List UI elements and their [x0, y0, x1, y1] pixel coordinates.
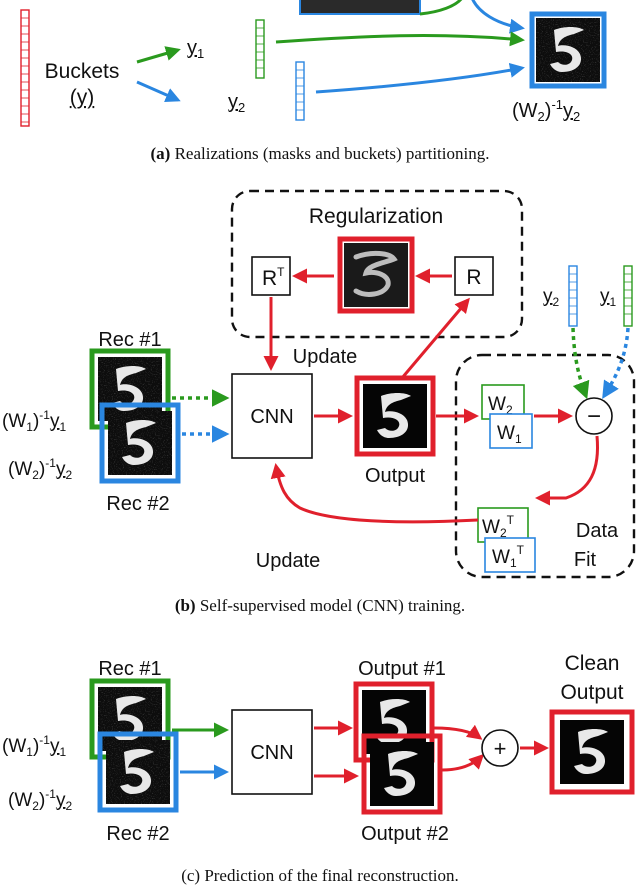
- b-y2-label: y2: [543, 286, 560, 309]
- data-fit-label-2: Fit: [574, 549, 597, 571]
- rec1-label: Rec #1: [98, 329, 161, 351]
- caption-b-letter: (b): [174, 596, 196, 615]
- r-box: [454, 256, 494, 296]
- update-top-label: Update: [293, 346, 358, 368]
- bucket-vector: [20, 9, 30, 127]
- mask-strip: [299, 0, 421, 15]
- input2-label: (W2)-1y2: [8, 456, 72, 482]
- input1-label: (W1)-1y1: [2, 408, 66, 434]
- w1t-label: W1T: [492, 543, 525, 570]
- clean-output-image: [549, 709, 635, 795]
- w2t-box: [477, 507, 529, 543]
- y1-vector-ticks: [256, 27, 264, 69]
- c-cnn-label: CNN: [250, 742, 293, 764]
- output-label: Output: [365, 465, 425, 487]
- caption-c: (c) Prediction of the final reconstructi…: [0, 866, 640, 886]
- caption-b-text: Self-supervised model (CNN) training.: [195, 596, 466, 615]
- y-label: (y): [70, 86, 95, 109]
- arrow-y2-to-result: [315, 62, 525, 94]
- w1t-box: [484, 537, 536, 573]
- panel-b: Regularization RT R Update Rec #1 Rec #2…: [2, 189, 636, 579]
- panel-a: Buckets (y) y1 y2: [20, 0, 607, 127]
- r-label: R: [466, 266, 481, 289]
- minus-sign: −: [587, 403, 601, 430]
- c-rec2-label: Rec #2: [106, 823, 169, 845]
- buckets-label: Buckets: [45, 60, 120, 83]
- result-image: [529, 11, 607, 89]
- plus-sign: +: [494, 736, 507, 761]
- b-y1-vector-ticks: [624, 273, 632, 315]
- b-y2-vector-ticks: [569, 273, 577, 315]
- arrow-to-y2: [136, 80, 181, 103]
- clean-label-2: Output: [560, 681, 623, 704]
- arrow-minus-to-wt: [535, 435, 600, 506]
- b-y2-vector: [568, 265, 578, 327]
- rec2-image: [99, 402, 181, 484]
- mask-arrow-down: [471, 0, 525, 34]
- caption-b: (b) Self-supervised model (CNN) training…: [0, 596, 640, 616]
- c-output2-image: [361, 733, 443, 815]
- c-output2-label: Output #2: [361, 823, 449, 845]
- mask-arrow-up: [419, 0, 463, 16]
- w2-label: W2: [488, 394, 513, 417]
- c-rec2-image: [97, 731, 179, 813]
- y1-vector: [255, 19, 265, 79]
- regularization-title: Regularization: [309, 205, 443, 228]
- w1-label: W1: [497, 423, 522, 446]
- b-y1-label: y1: [600, 286, 617, 309]
- arrow-to-y1: [136, 46, 181, 64]
- panel-c: Rec #1 Rec #2 (W1)-1y1 (W2)-1y2 CNN Outp…: [2, 652, 635, 845]
- arrow-y1-to-minus: [602, 327, 630, 399]
- arrow-y2-to-minus: [571, 327, 590, 400]
- output-image: [354, 375, 436, 457]
- w2t-label: W2T: [482, 513, 515, 540]
- c-arrow-out2-to-plus: [441, 753, 485, 772]
- caption-a-text: Realizations (masks and buckets) partiti…: [170, 144, 490, 163]
- regularization-box: [230, 189, 524, 339]
- cnn-label: CNN: [250, 406, 293, 428]
- plus-node: [481, 729, 519, 767]
- result-label: (W2)-1y2: [512, 97, 580, 124]
- c-output1-label: Output #1: [358, 658, 446, 680]
- y2-vector-ticks: [296, 69, 304, 111]
- bucket-vector-ticks: [21, 17, 29, 123]
- data-fit-box: [454, 353, 636, 579]
- c-input2-label: (W2)-1y2: [8, 787, 72, 813]
- caption-a: (a) Realizations (masks and buckets) par…: [0, 144, 640, 164]
- y2-label: y2: [228, 91, 245, 115]
- rt-box: [251, 256, 291, 296]
- caption-a-letter: (a): [150, 144, 171, 163]
- w1-box: [489, 413, 533, 449]
- y1-label: y1: [187, 37, 204, 61]
- update-bottom-label: Update: [256, 550, 321, 572]
- b-y1-vector: [623, 265, 633, 327]
- caption-c-text: (c) Prediction of the final reconstructi…: [181, 866, 459, 885]
- y2-vector: [295, 61, 305, 121]
- arrow-y1-to-result: [275, 31, 525, 47]
- c-arrow-out1-to-plus: [433, 724, 483, 740]
- data-fit-label-1: Data: [576, 520, 619, 542]
- cnn-box: [231, 373, 313, 459]
- rt-label: RT: [262, 265, 285, 290]
- c-input1-label: (W1)-1y1: [2, 733, 66, 759]
- clean-label-1: Clean: [565, 652, 620, 675]
- c-cnn-box: [231, 709, 313, 795]
- rec2-label: Rec #2: [106, 493, 169, 515]
- arrow-output-to-r: [400, 297, 470, 379]
- minus-node: [575, 397, 613, 435]
- arrow-wt-to-cnn: [270, 463, 479, 524]
- regularization-image: [337, 236, 415, 314]
- c-rec1-label: Rec #1: [98, 658, 161, 680]
